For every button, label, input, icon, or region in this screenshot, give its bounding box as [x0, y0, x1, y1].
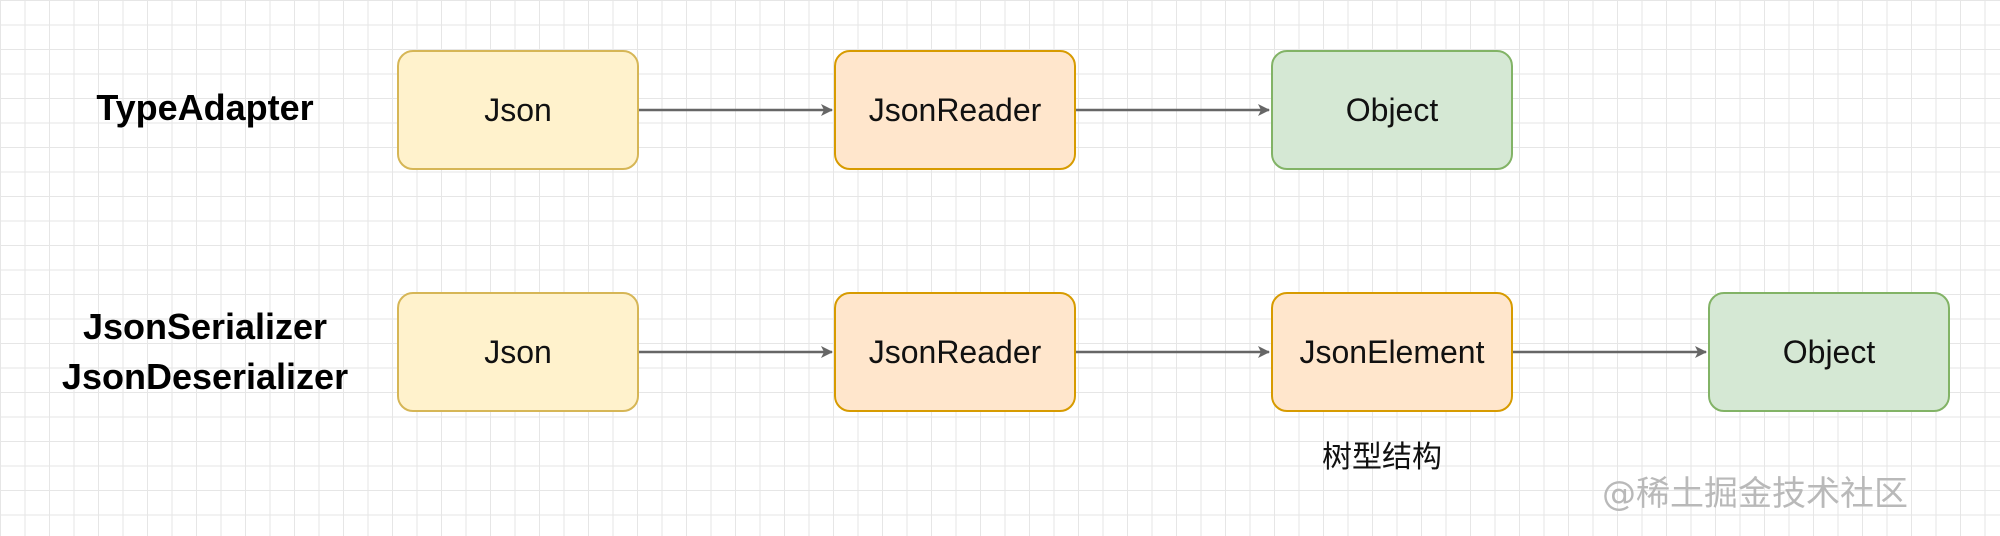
row2-jsonelement-node: JsonElement: [1271, 292, 1513, 412]
typeadapter-label-line-1: TypeAdapter: [96, 87, 314, 128]
row2-jsonreader-label: JsonReader: [868, 333, 1042, 370]
row1-object-node: Object: [1271, 50, 1513, 170]
serializer-label-line-2: JsonDeserializer: [61, 356, 349, 397]
row1-jsonreader-label: JsonReader: [868, 91, 1042, 128]
serializer-label-line-1: JsonSerializer: [82, 306, 328, 347]
row2-jsonreader-node: JsonReader: [834, 292, 1076, 412]
row1-object-label: Object: [1345, 91, 1439, 128]
row2-json-node: Json: [397, 292, 639, 412]
row1-jsonreader-node: JsonReader: [834, 50, 1076, 170]
serializer-label: JsonSerializer JsonDeserializer: [40, 302, 370, 402]
row2-jsonelement-label: JsonElement: [1299, 333, 1485, 370]
row2-json-label: Json: [484, 333, 552, 370]
row2-object-node: Object: [1708, 292, 1950, 412]
row2-object-label: Object: [1782, 333, 1876, 370]
row1-json-node: Json: [397, 50, 639, 170]
tree-structure-note: 树型结构: [1322, 440, 1442, 475]
watermark-text: @稀土掘金技术社区: [1602, 474, 1908, 514]
row1-json-label: Json: [484, 91, 552, 128]
typeadapter-label: TypeAdapter: [40, 83, 370, 133]
